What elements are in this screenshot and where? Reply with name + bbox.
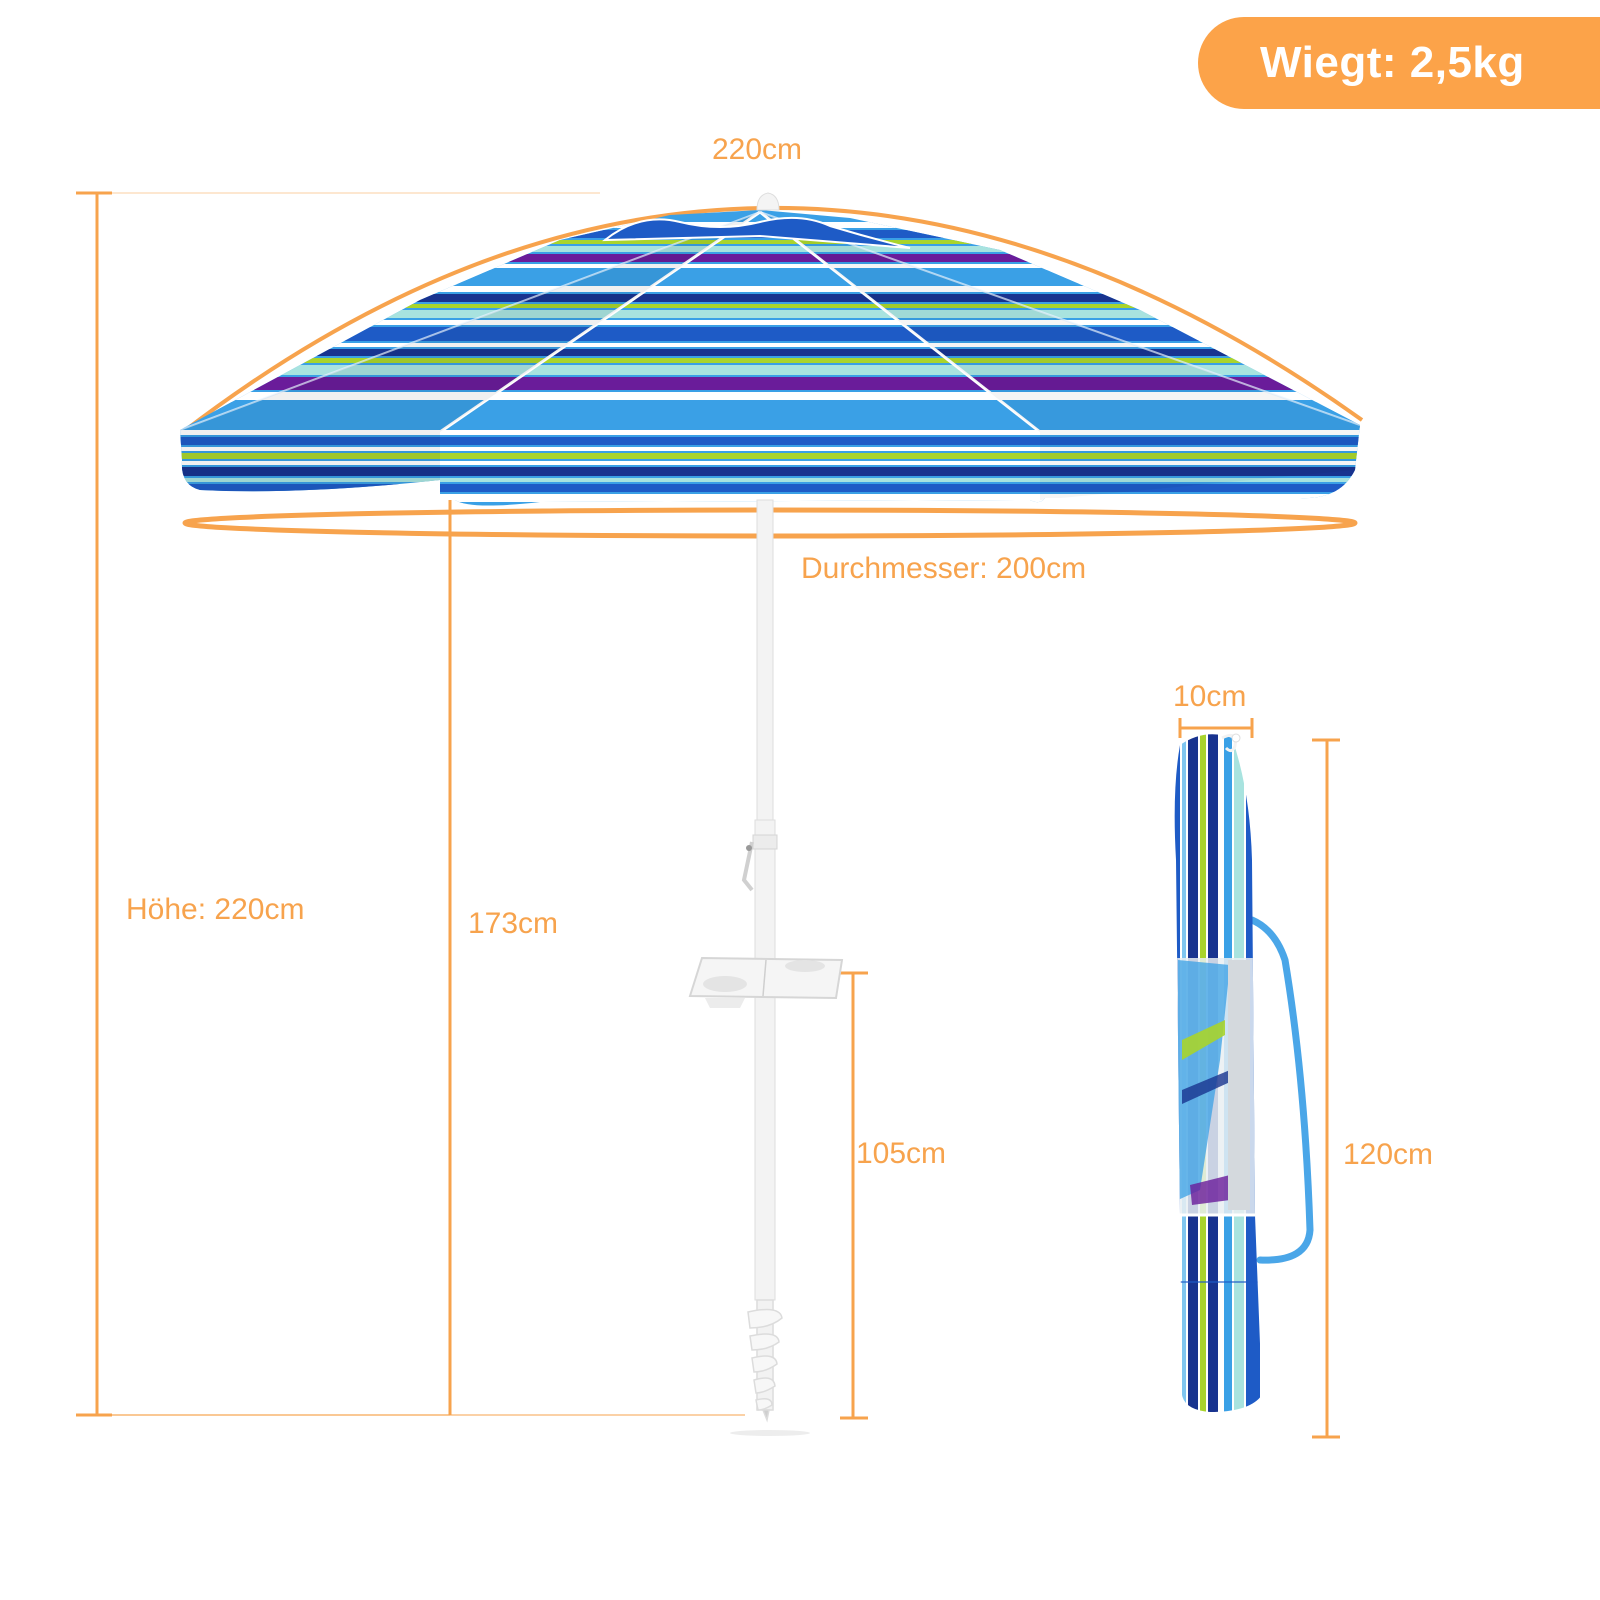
bag-length-label: 120cm [1343,1138,1434,1171]
ground-anchor-screw [747,1299,783,1423]
diameter-label: Durchmesser: 200cm [801,552,1087,585]
umbrella-canopy [180,192,1360,506]
bag-width-label: 10cm [1173,680,1247,713]
carry-bag [1174,733,1314,1412]
canopy-bottom-height-label: 173cm [468,907,559,940]
total-height-label: Höhe: 220cm [126,893,305,926]
umbrella-pole [688,499,844,1436]
cup-holder-table [688,956,844,1008]
weight-label: Wiegt: 2,5kg [1260,38,1525,87]
shoulder-strap [1248,916,1314,1264]
weight-badge: Wiegt: 2,5kg [1198,17,1600,109]
finial-cap [756,192,780,211]
table-height-label: 105cm [856,1137,947,1170]
arc-length-label: 220cm [712,133,803,166]
